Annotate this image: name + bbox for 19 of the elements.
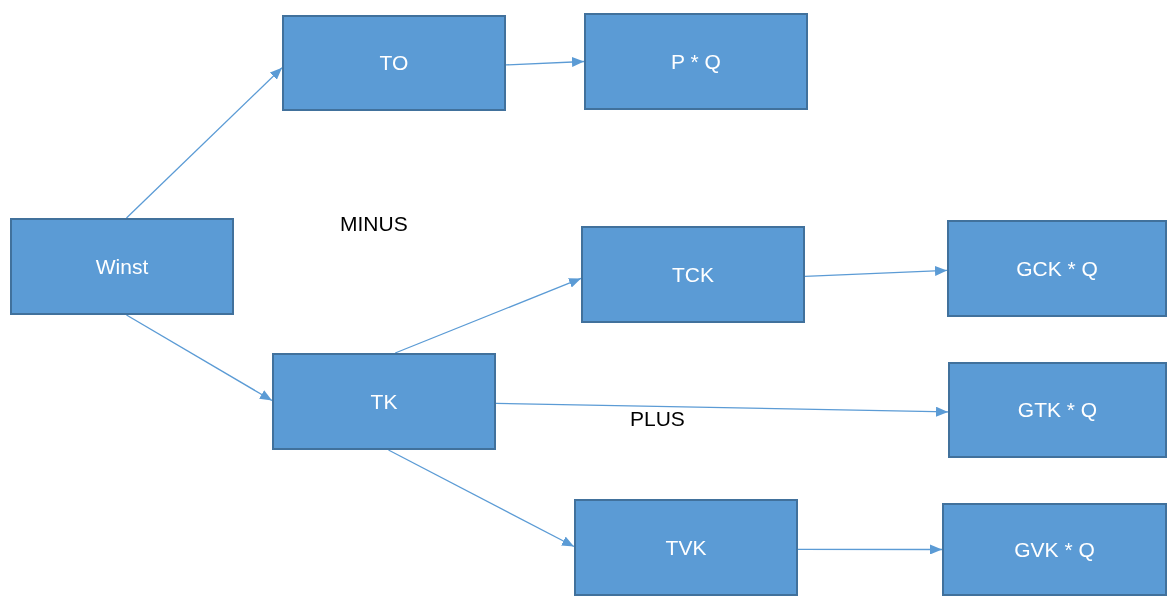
arrow [125, 314, 273, 402]
process-box: Winst [10, 218, 234, 315]
process-box: P * Q [584, 13, 808, 110]
process-box: TK [272, 353, 496, 450]
process-box: GCK * Q [947, 220, 1167, 317]
arrow [125, 67, 283, 219]
process-box: GVK * Q [942, 503, 1167, 596]
arrow [495, 402, 949, 417]
text-label: MINUS [340, 213, 408, 234]
arrow [505, 57, 585, 67]
process-box: TVK [574, 499, 798, 596]
process-box: TO [282, 15, 506, 111]
text-label: PLUS [630, 408, 685, 429]
arrow [387, 449, 575, 548]
arrow [394, 277, 582, 354]
process-box: GTK * Q [948, 362, 1167, 458]
process-box: TCK [581, 226, 805, 323]
arrow [804, 265, 948, 278]
arrow [797, 544, 943, 555]
